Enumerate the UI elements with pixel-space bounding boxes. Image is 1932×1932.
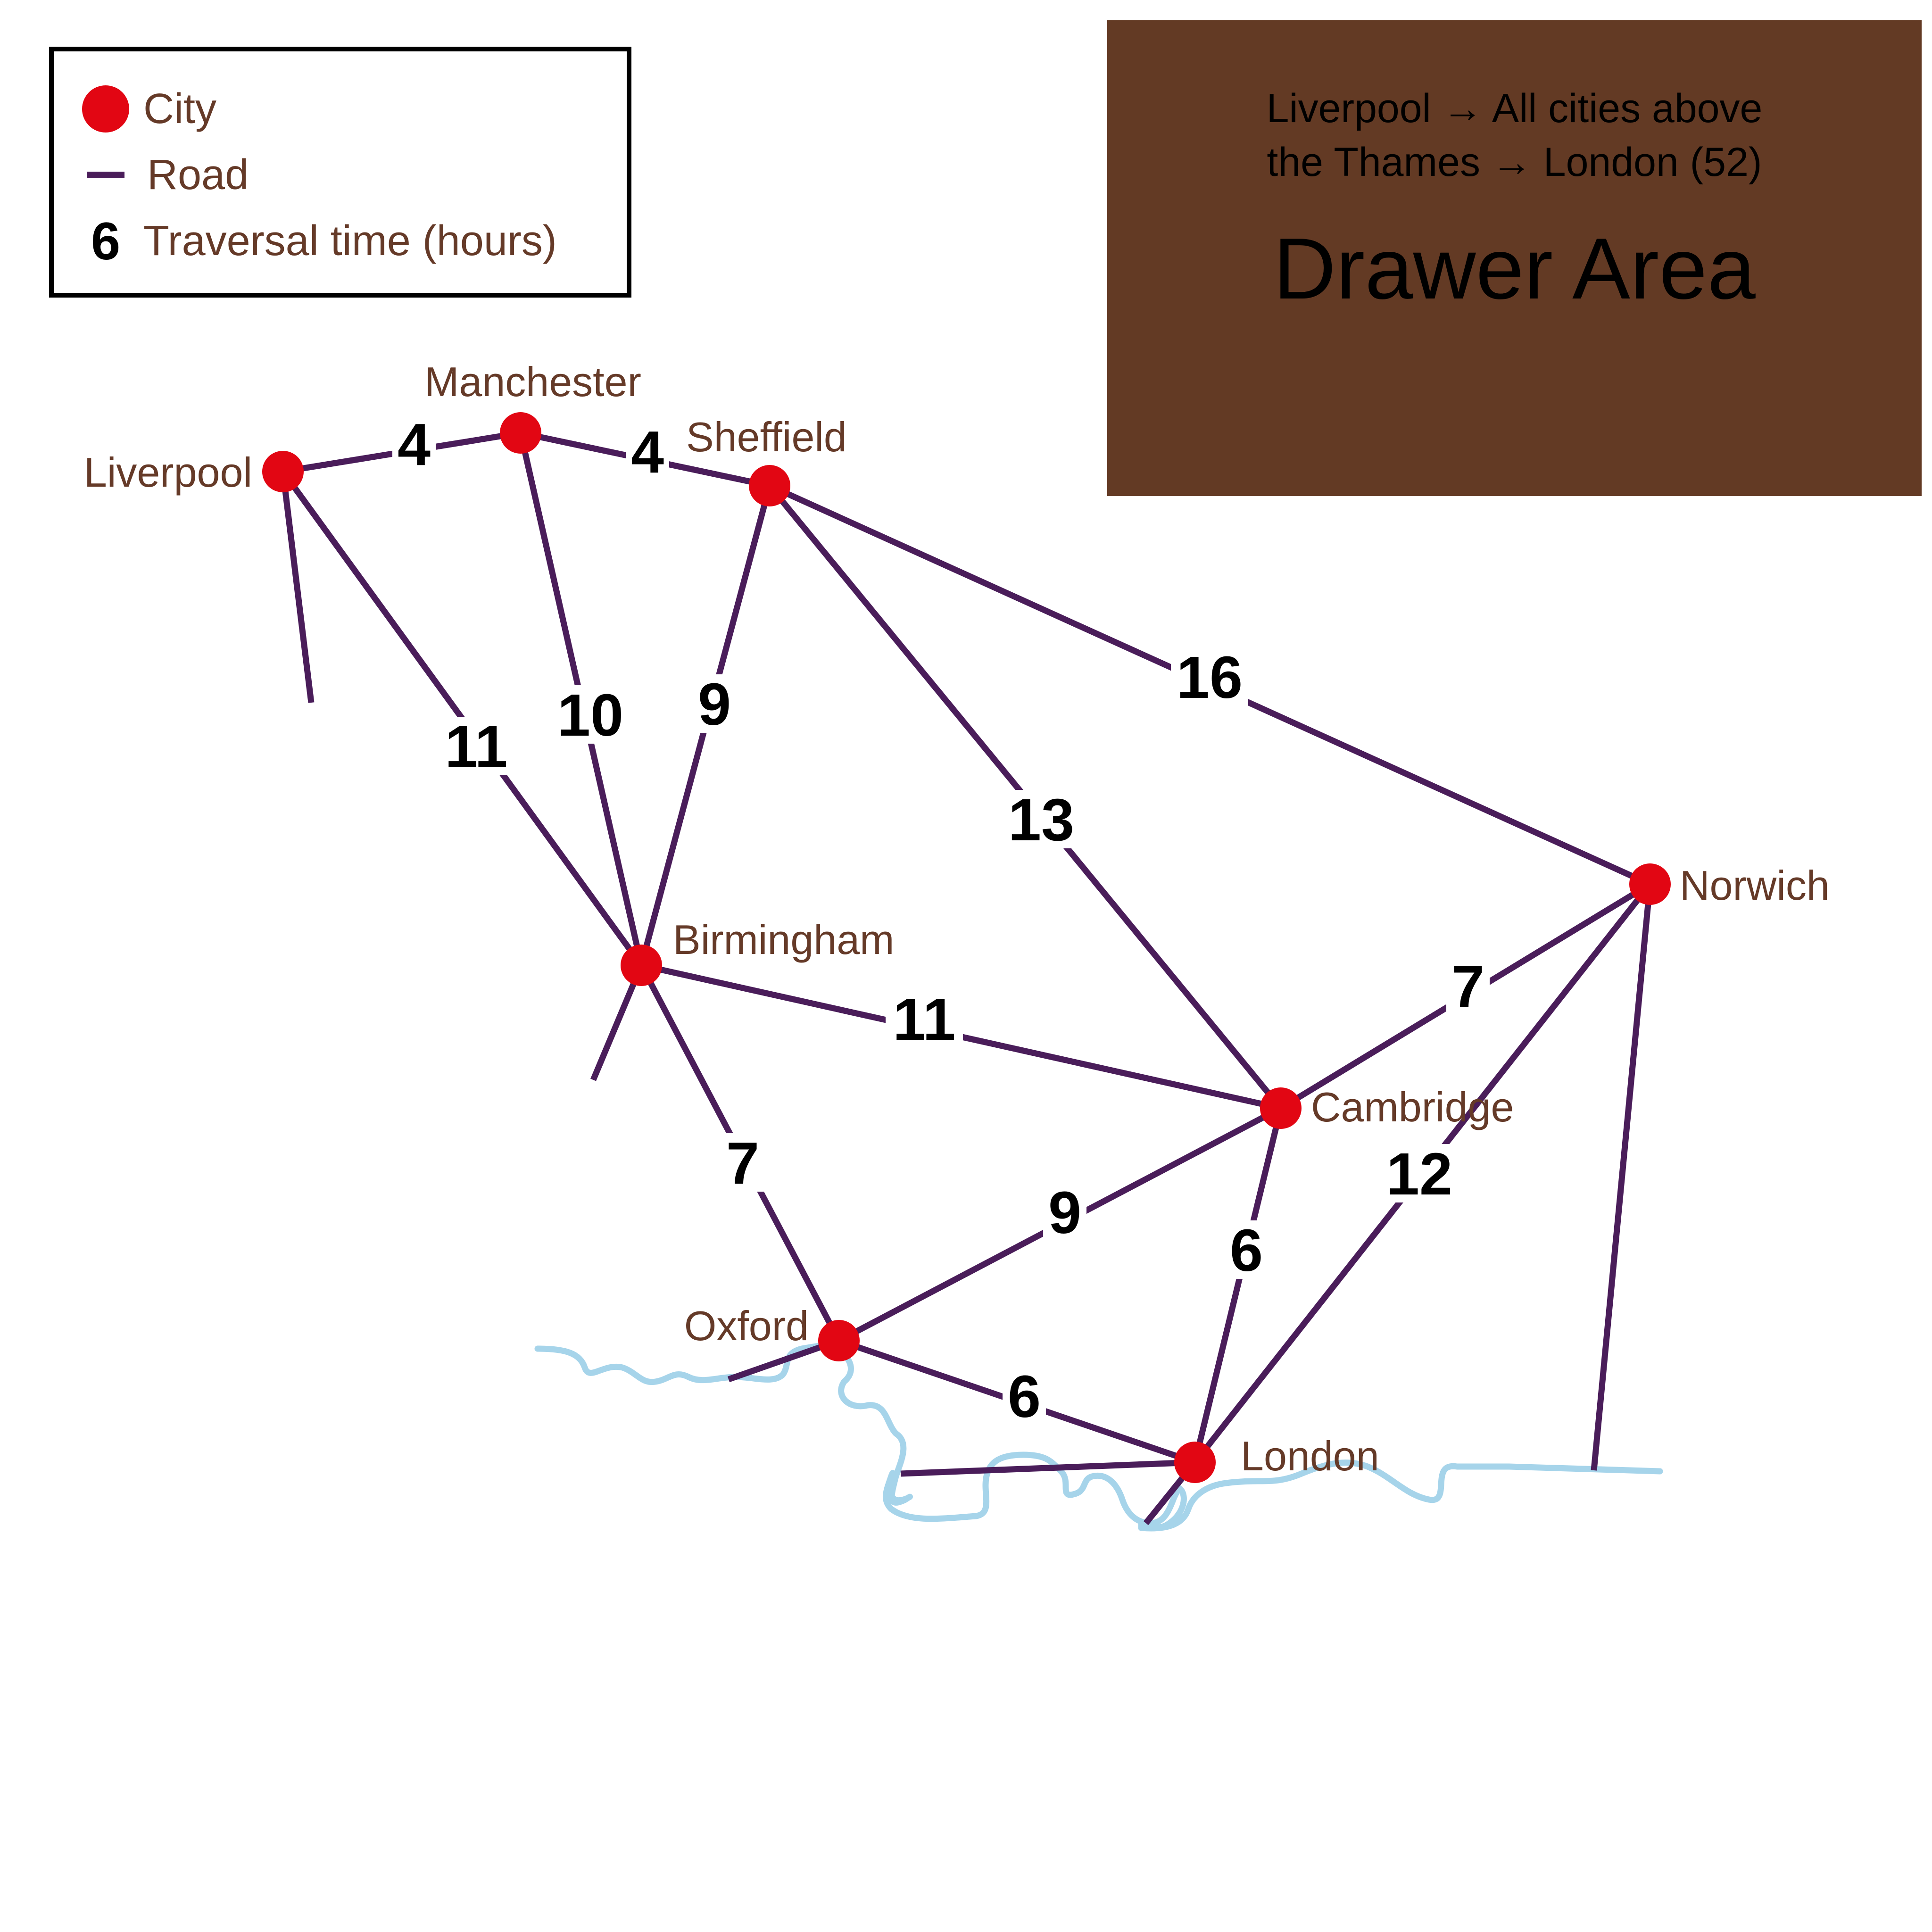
road-time-label-bg xyxy=(1003,790,1080,848)
legend-time-label: Traversal time (hours) xyxy=(143,217,557,265)
road-time-label: 11 xyxy=(893,986,955,1053)
city-cambridge-marker[interactable] xyxy=(1260,1087,1302,1129)
road-time-label: 7 xyxy=(726,1130,759,1196)
road-time-label-bg xyxy=(1003,1367,1046,1425)
drawer-title: Drawer Area xyxy=(1273,220,1756,317)
legend-time-row: 6 Traversal time (hours) xyxy=(82,212,557,271)
road-time-label-bg xyxy=(693,674,736,733)
road-time-label-bg xyxy=(1381,1144,1458,1202)
city-sheffield-marker[interactable] xyxy=(749,465,790,506)
legend-road-row: Road xyxy=(82,149,249,201)
road-time-label-bg xyxy=(1446,956,1490,1015)
road-time-label: 12 xyxy=(1386,1141,1452,1207)
city-marker-icon xyxy=(82,85,129,133)
roads xyxy=(280,430,1653,1466)
road-stub xyxy=(280,471,315,703)
road-time-label: 9 xyxy=(698,671,731,738)
city-london-label: London xyxy=(1241,1433,1379,1479)
road-time-label-bg xyxy=(438,717,515,775)
road-time-label: 7 xyxy=(1451,953,1484,1020)
road-time-label-bg xyxy=(1171,647,1248,706)
legend: City Road 6 Traversal time (hours) xyxy=(49,47,631,298)
city-liverpool-label: Liverpool xyxy=(84,449,252,496)
city-birmingham-label: Birmingham xyxy=(673,916,894,963)
road-time-label: 11 xyxy=(445,713,507,780)
drawer-area[interactable]: Liverpool → All cities above the Thames … xyxy=(1107,20,1922,496)
road-time-label-bg xyxy=(1225,1220,1268,1279)
road-time-label: 6 xyxy=(1230,1217,1263,1284)
legend-time-symbol: 6 xyxy=(91,211,121,271)
city-manchester-label: Manchester xyxy=(424,358,641,405)
legend-road-label: Road xyxy=(147,151,249,199)
river-line xyxy=(534,1341,1663,1532)
road-stub xyxy=(1591,884,1653,1471)
road-time-label-bg xyxy=(721,1133,764,1192)
city-oxford-label: Oxford xyxy=(684,1302,809,1349)
road-time-label-bg xyxy=(552,685,629,744)
road-stub xyxy=(900,1459,1195,1477)
road-stubs xyxy=(280,471,1653,1526)
road-time-labels: 4 4 11 10 9 13 16 11 7 7 9 6 12 6 xyxy=(392,411,1490,1430)
city-norwich-label: Norwich xyxy=(1680,862,1830,909)
road-time-label: 4 xyxy=(398,411,431,478)
city-norwich-marker[interactable] xyxy=(1629,863,1671,905)
drawer-subtitle: Liverpool → All cities above the Thames … xyxy=(1107,82,1922,189)
road-time-label: 10 xyxy=(557,682,623,748)
road-time-label: 13 xyxy=(1008,787,1074,853)
road-time-label-bg xyxy=(392,415,436,473)
city-cambridge-label: Cambridge xyxy=(1311,1084,1514,1130)
cities xyxy=(262,412,1671,1483)
city-london-marker[interactable] xyxy=(1174,1442,1216,1483)
road-time-label-bg xyxy=(886,989,963,1048)
road-cambridge-london xyxy=(1192,1107,1284,1463)
city-sheffield-label: Sheffield xyxy=(686,414,847,460)
road-line-icon xyxy=(87,172,124,178)
road-time-label: 9 xyxy=(1048,1179,1081,1246)
city-liverpool-marker[interactable] xyxy=(262,451,304,492)
drawer-subtitle-line1: Liverpool → All cities above xyxy=(1266,86,1763,131)
legend-city-label: City xyxy=(143,85,216,133)
city-birmingham-marker[interactable] xyxy=(621,945,662,986)
road-time-label-bg xyxy=(626,422,669,481)
road-time-label-bg xyxy=(1043,1183,1086,1241)
drawer-subtitle-line2: the Thames → London (52) xyxy=(1267,140,1762,185)
road-time-label: 4 xyxy=(631,419,664,485)
road-time-label: 6 xyxy=(1008,1363,1041,1430)
city-manchester-marker[interactable] xyxy=(500,412,541,454)
road-time-label: 16 xyxy=(1177,644,1243,711)
river-thames xyxy=(534,1341,1663,1532)
city-oxford-marker[interactable] xyxy=(818,1320,860,1361)
legend-city-row: City xyxy=(82,83,216,135)
